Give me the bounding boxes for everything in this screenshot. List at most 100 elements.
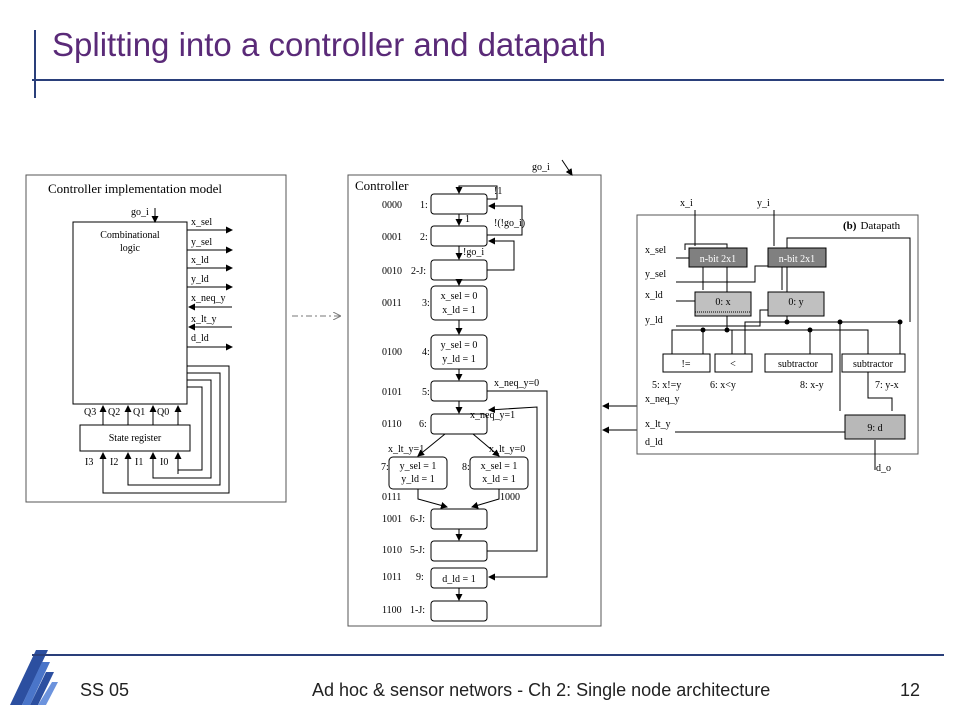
state-code-0101: 0101	[382, 387, 402, 398]
state-register-box	[79, 424, 191, 452]
state-id-1: 1:	[420, 200, 428, 211]
transition-not-not-go: !(!go_i)	[494, 218, 525, 229]
q1-label: Q1	[133, 407, 145, 418]
neq-comparator	[662, 353, 711, 373]
impl-out-x-ld: x_ld	[191, 255, 209, 266]
i0-label: I0	[160, 457, 168, 468]
fsm-state-actions: x_sel = 0 x_ld = 1 y_sel = 0 y_ld = 1 y_…	[400, 291, 518, 585]
footer-semester: SS 05	[80, 680, 130, 700]
state-code-0011: 0011	[382, 298, 402, 309]
s4-action-2: y_ld = 1	[442, 354, 475, 365]
state-id-5j: 5-J:	[410, 545, 425, 556]
impl-out-x-neq-y: x_neq_y	[191, 293, 225, 304]
i-labels: I3 I2 I1 I0	[85, 452, 182, 474]
caption-sub-yx: 7: y-x	[875, 380, 899, 391]
mux-x	[688, 247, 748, 268]
state-id-1j: 1-J:	[410, 605, 425, 616]
datapath-junctions	[700, 319, 903, 333]
impl-out-y-sel: y_sel	[191, 237, 212, 248]
s4-action-1: y_sel = 0	[441, 340, 478, 351]
q3-label: Q3	[84, 407, 96, 418]
d-register-label: 9: d	[867, 423, 882, 434]
d-register	[844, 414, 906, 440]
input-y-i: y_i	[757, 198, 770, 209]
caption-sub-xy: 8: x-y	[800, 380, 824, 391]
state-id-2j: 2-J:	[411, 266, 426, 277]
s8-action-1: x_sel = 1	[481, 461, 518, 472]
state-id-2: 2:	[420, 232, 428, 243]
controller-panel: Controller go_i 0000 0001 0010 0011 0100…	[347, 159, 640, 627]
transition-not-one: !1	[494, 186, 502, 197]
mux-y-label: n-bit 2x1	[779, 254, 815, 265]
comb-logic-label-1: Combinational	[100, 230, 160, 241]
controller-go-input: go_i	[532, 162, 550, 173]
state-code-1011: 1011	[382, 572, 402, 583]
s3-action-1: x_sel = 0	[441, 291, 478, 302]
slide-title: Splitting into a controller and datapath	[52, 26, 607, 63]
reg-x-label: 0: x	[715, 297, 730, 308]
transition-not-go: !go_i	[463, 247, 484, 258]
fsm-state-1	[430, 193, 488, 215]
impl-out-x-lt-y: x_lt_y	[191, 314, 217, 325]
transition-x-lt-y-0: x_lt_y=0	[489, 444, 525, 455]
state-id-8: 8:	[462, 462, 470, 473]
datapath-panel: (b)Datapath x_i y_i x_sel y_sel x_ld y_l…	[636, 198, 919, 474]
control-signal-labels: x_sel y_sel x_ld y_ld	[645, 245, 666, 326]
neq-comparator-label: !=	[682, 359, 691, 370]
functional-units: != < subtractor subtractor	[662, 353, 906, 373]
s9-action: d_ld = 1	[442, 574, 475, 585]
reg-y-label: 0: y	[788, 297, 803, 308]
state-ids: 1: 2: 2-J: 3: 4: 5: 6: 7: 8: 6-J: 5-J: 9…	[381, 200, 470, 616]
fsm-state-2	[430, 225, 488, 247]
state-code-0010: 0010	[382, 266, 402, 277]
fsm-transition-labels: !1 1 !(!go_i) !go_i x_neq_y=0 x_neq_y=1 …	[388, 186, 539, 455]
dp-y-ld: y_ld	[645, 315, 663, 326]
datapath-title-text: Datapath	[860, 220, 900, 232]
state-code-0001: 0001	[382, 232, 402, 243]
impl-output-signals: x_sel y_sel x_ld y_ld x_neq_y x_lt_y d_l…	[187, 217, 233, 351]
s8-action-2: x_ld = 1	[482, 474, 515, 485]
state-code-1100: 1100	[382, 605, 402, 616]
state-id-3: 3:	[422, 298, 430, 309]
state-codes: 0000 0001 0010 0011 0100 0101 0110 0111 …	[382, 200, 520, 616]
impl-model-panel: Controller implementation model Combinat…	[25, 174, 287, 503]
fsm-state-1j	[430, 600, 488, 622]
q0-label: Q0	[157, 407, 169, 418]
transition-x-lt-y-1: x_lt_y=1	[388, 444, 424, 455]
transition-x-neq-y-1: x_neq_y=1	[470, 410, 515, 421]
subtractor-yx-label: subtractor	[853, 359, 894, 370]
impl-out-x-sel: x_sel	[191, 217, 212, 228]
s3-action-2: x_ld = 1	[442, 305, 475, 316]
lt-comparator-label: <	[730, 359, 736, 370]
state-code-1010: 1010	[382, 545, 402, 556]
state-code-0000: 0000	[382, 200, 402, 211]
combinational-logic-box	[72, 221, 188, 405]
subtractor-xy-label: subtractor	[778, 359, 819, 370]
subtractor-yx	[841, 353, 906, 373]
title-underline-rule	[32, 79, 944, 81]
lt-comparator	[714, 353, 753, 373]
controller-title: Controller	[355, 178, 409, 193]
s7-action-2: y_ld = 1	[401, 474, 434, 485]
dp-x-sel: x_sel	[645, 245, 666, 256]
i2-label: I2	[110, 457, 118, 468]
dp-x-ld: x_ld	[645, 290, 663, 301]
fsm-state-2j	[430, 259, 488, 281]
transition-one: 1	[465, 214, 470, 225]
mux-x-label: n-bit 2x1	[700, 254, 736, 265]
dp-x-neq-y: x_neq_y	[645, 394, 679, 405]
state-id-6j: 6-J:	[410, 514, 425, 525]
state-id-7: 7:	[381, 462, 389, 473]
footer-page-number: 12	[900, 680, 921, 700]
book-logo-icon	[10, 650, 58, 705]
unit-captions: 5: x!=y 6: x<y 8: x-y 7: y-x	[652, 380, 899, 391]
state-id-9: 9:	[416, 572, 424, 583]
fsm-state-5	[430, 380, 488, 402]
caption-neq: 5: x!=y	[652, 380, 681, 391]
transition-x-neq-y-0: x_neq_y=0	[494, 378, 539, 389]
mux-y	[767, 247, 827, 268]
q2-label: Q2	[108, 407, 120, 418]
state-id-5: 5:	[422, 387, 430, 398]
state-code-1001: 1001	[382, 514, 402, 525]
